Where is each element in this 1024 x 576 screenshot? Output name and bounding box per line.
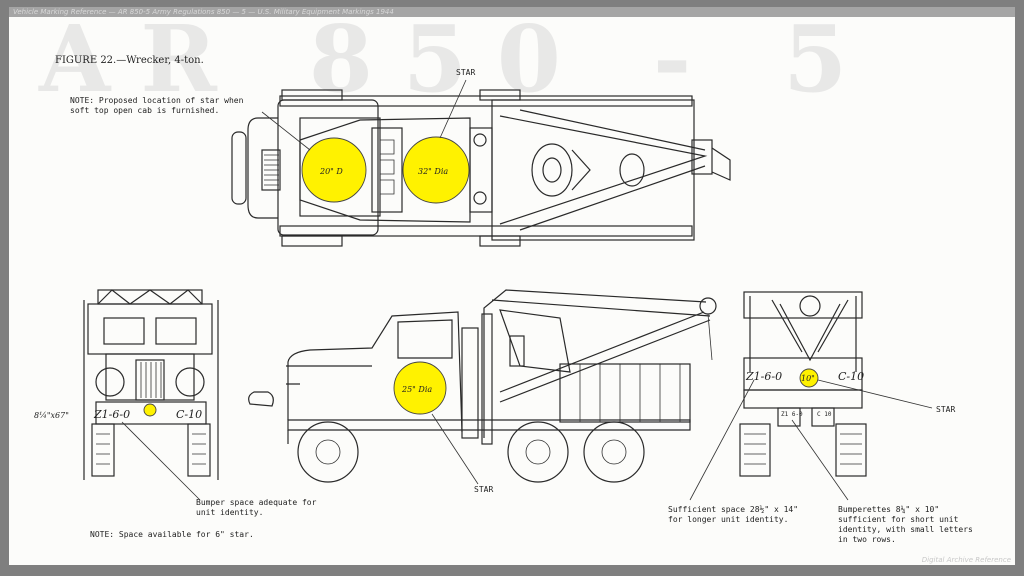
bumper-note: Bumper space adequate for unit identity.: [196, 498, 317, 517]
top-view: 20" D 32" Dia STAR: [231, 68, 731, 247]
side-view: 25" Dia STAR: [248, 289, 717, 494]
front-star: [143, 403, 157, 417]
footer-tag: Digital Archive Reference: [921, 556, 1011, 564]
front-dim-label: 8¼"x67": [34, 411, 69, 420]
rear-small-code: C 10: [817, 411, 832, 418]
dim-25-label: 25" Dia: [401, 385, 432, 394]
front-unit-id: Z1-6-0: [93, 408, 130, 421]
rear-view: 10" Z1-6-0 C-10 Z1 6-0 C 10 STAR: [689, 291, 955, 501]
bumperettes-note: Bumperettes 8¼" x 10" sufficient for sho…: [838, 505, 973, 544]
front-code: C-10: [176, 408, 202, 421]
dim-32-label: 32" Dia: [418, 167, 448, 176]
star-rear-label: STAR: [936, 405, 955, 414]
dim-10-label: 10": [801, 374, 815, 383]
rear-small-unit: Z1 6-0: [781, 411, 803, 418]
sufficient-note: Sufficient space 28½" x 14" for longer u…: [668, 505, 799, 524]
rear-unit-id: Z1-6-0: [745, 370, 782, 383]
star-top-label: STAR: [456, 68, 475, 77]
rear-code: C-10: [838, 370, 864, 383]
dim-20-label: 20" D: [319, 167, 343, 176]
side-star: [393, 361, 447, 415]
space-note: NOTE: Space available for 6" star.: [90, 530, 254, 539]
front-view: Z1-6-0 C-10 8¼"x67": [34, 289, 219, 501]
star-side-label: STAR: [474, 485, 493, 494]
figure-title: FIGURE 22.—Wrecker, 4-ton.: [55, 55, 204, 66]
top-star-20: [301, 137, 367, 203]
header-strip: Vehicle Marking Reference — AR 850-5 Arm…: [9, 7, 1015, 17]
top-note: NOTE: Proposed location of star when sof…: [70, 96, 244, 115]
top-star-32: [402, 136, 470, 204]
rear-star: [799, 368, 819, 388]
watermark: AR 850 - 5: [39, 5, 878, 113]
